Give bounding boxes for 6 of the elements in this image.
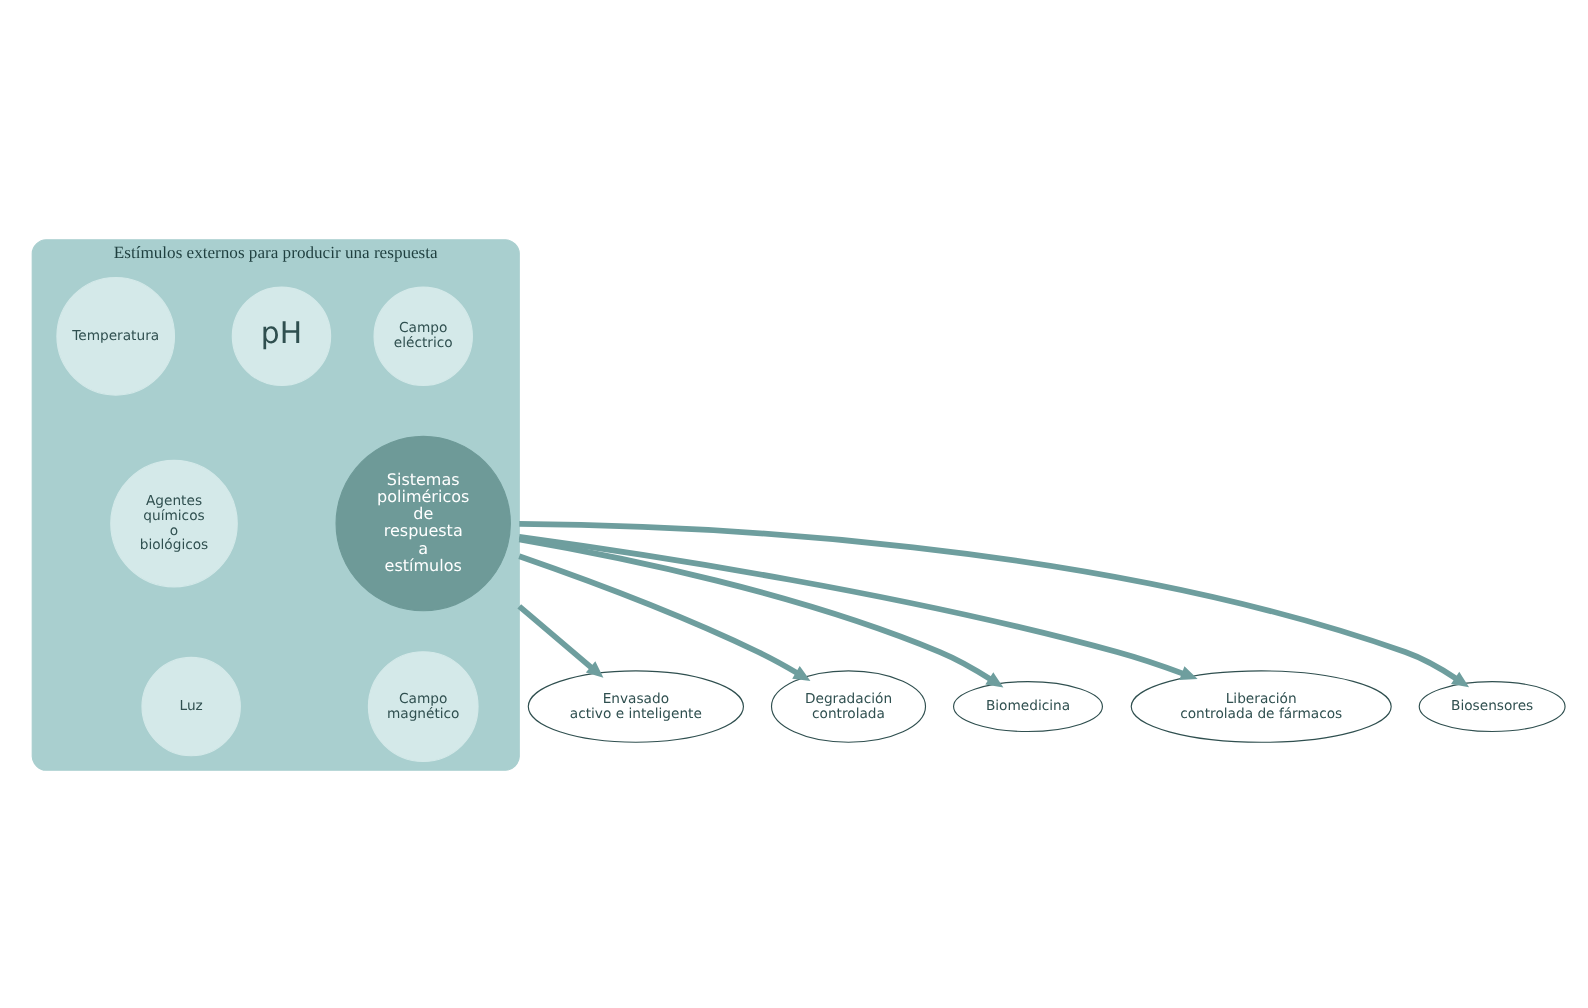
arrow [519,520,1470,687]
arrow [518,533,1198,680]
arrow [517,603,604,677]
node-circle: pH [231,285,332,385]
arrow [518,552,811,680]
arrow [518,535,1004,687]
